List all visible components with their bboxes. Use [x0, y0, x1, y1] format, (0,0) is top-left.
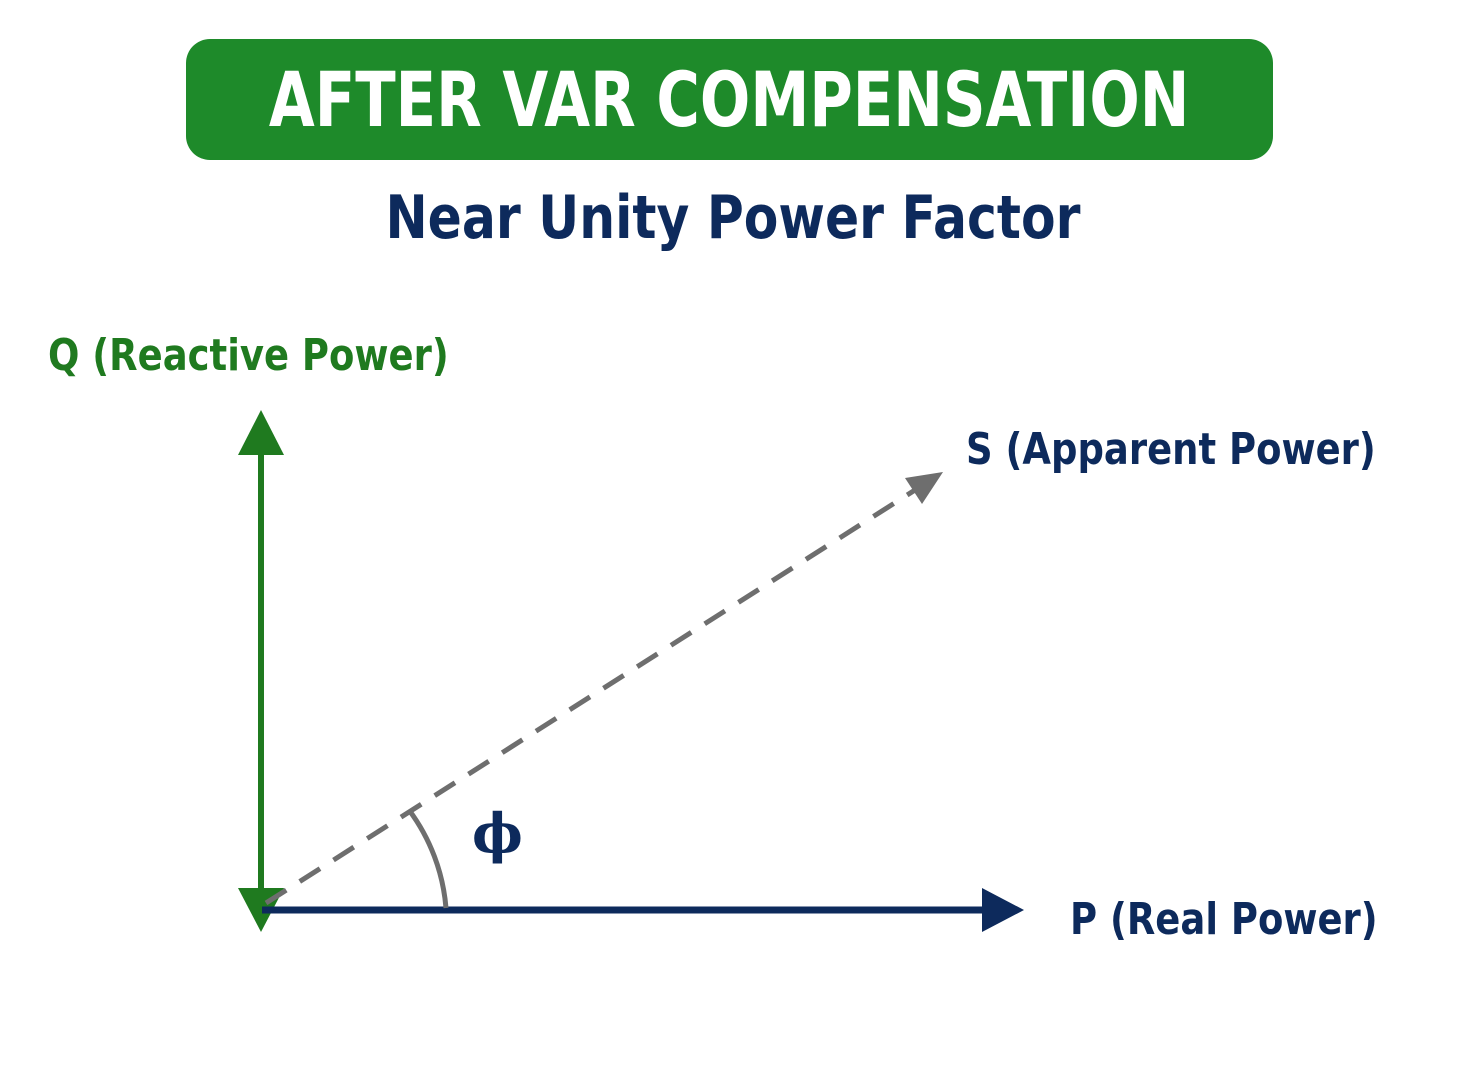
q-arrowhead-up [238, 410, 284, 455]
title-banner: AFTER VAR COMPENSATION [186, 39, 1273, 160]
banner-title: AFTER VAR COMPENSATION [269, 54, 1190, 144]
phi-angle-label: ϕ [472, 801, 523, 865]
s-arrowhead [905, 472, 943, 504]
s-vector-label: S (Apparent Power) [966, 424, 1376, 475]
q-axis-label: Q (Reactive Power) [48, 330, 449, 381]
p-axis-label: P (Real Power) [1070, 894, 1378, 945]
p-arrowhead [982, 888, 1024, 932]
s-vector-line [264, 487, 917, 906]
subtitle: Near Unity Power Factor [385, 183, 1081, 253]
phi-angle-arc [406, 808, 449, 909]
